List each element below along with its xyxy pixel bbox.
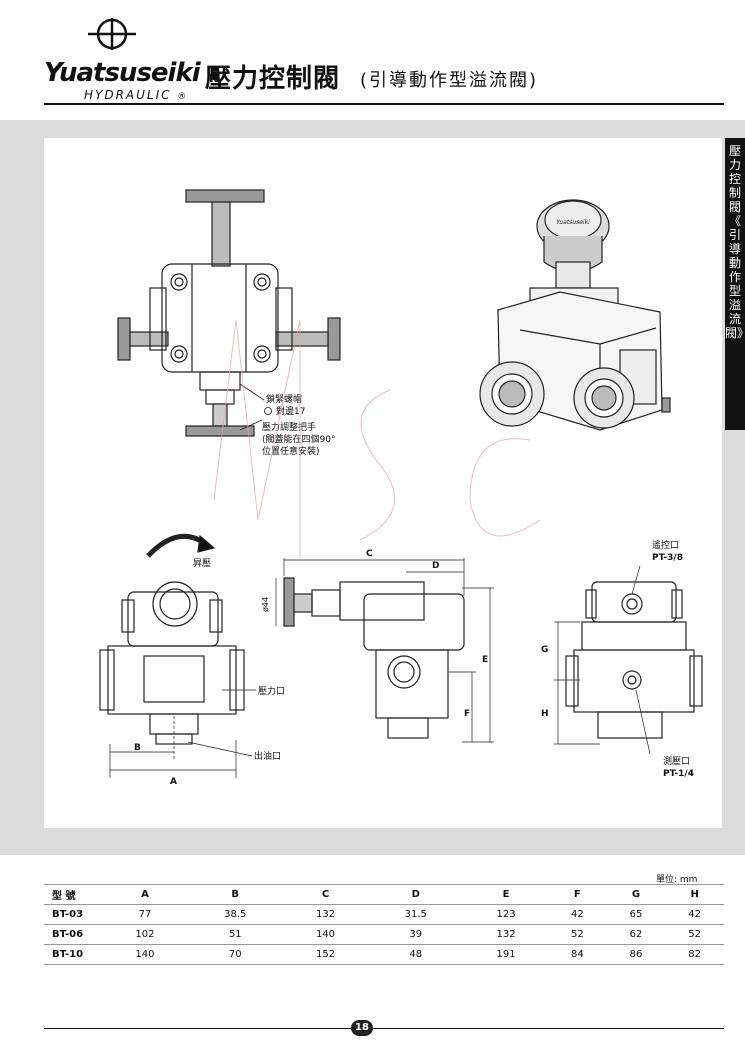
- cell: 42: [548, 904, 607, 925]
- dim-c-label: C: [366, 549, 373, 559]
- brand-subtitle: HYDRAULIC ®: [84, 88, 189, 102]
- hex-size-icon: [264, 407, 272, 415]
- dim-g-label: G: [541, 645, 548, 655]
- model-cell: BT-10: [44, 944, 103, 965]
- cell: 123: [464, 904, 549, 925]
- cell: 38.5: [186, 904, 284, 925]
- side-view-drawing: [275, 558, 494, 743]
- sidebar-label: 壓力控制閥《引導動作型溢流閥》: [725, 144, 745, 340]
- cell: 39: [367, 924, 465, 945]
- header-model: 型 號: [44, 884, 103, 905]
- cell: 62: [606, 924, 666, 945]
- company-logo: Yuatsuseiki HYDRAULIC ®: [44, 18, 204, 102]
- gauge-port-label: 測壓口: [663, 755, 690, 767]
- cell: 140: [283, 924, 368, 945]
- logo-emblem-icon: [88, 18, 136, 50]
- cell: 48: [367, 944, 465, 965]
- cell: 191: [464, 944, 549, 965]
- cell: 52: [548, 924, 607, 945]
- dim-d-label: D: [432, 561, 439, 571]
- outlet-port-label: 出油口: [254, 750, 281, 762]
- cell: 132: [464, 924, 549, 945]
- locknut-label: 鎖緊螺帽: [266, 393, 302, 405]
- gauge-thread-label: PT-1/4: [663, 769, 694, 779]
- cell: 84: [548, 944, 607, 965]
- isometric-view-drawing: [479, 199, 671, 431]
- sidebar-tab[interactable]: 壓力控制閥《引導動作型溢流閥》: [725, 138, 745, 430]
- page-subtitle: (引導動作型溢流閥): [360, 70, 539, 91]
- dim-a-label: A: [170, 777, 177, 787]
- drawing-panel: [44, 138, 722, 828]
- knob-brand: Yuatsuseiki: [556, 219, 590, 226]
- remote-port-label: 遙控口: [652, 539, 679, 551]
- rear-view-drawing: [554, 565, 703, 755]
- model-cell: BT-06: [44, 924, 103, 945]
- cell: 102: [103, 924, 187, 945]
- dim-h-label: H: [541, 709, 549, 719]
- dim-b-label: B: [134, 743, 141, 753]
- header-rule: [44, 103, 724, 105]
- header-h: H: [665, 884, 724, 905]
- adjust-note-label: (閥蓋能在四個90°: [262, 433, 335, 445]
- cell: 82: [665, 944, 724, 965]
- raise-pressure-label: 昇壓: [193, 558, 211, 569]
- cell: 152: [283, 944, 368, 965]
- header-f: F: [548, 884, 607, 905]
- header-e: E: [464, 884, 549, 905]
- spec-table: 型 號 A B C D E F G H BT-03 77 38.5 132 31…: [44, 884, 724, 965]
- pressure-port-label: 壓力口: [258, 685, 285, 697]
- header-a: A: [103, 884, 187, 905]
- dim-44-label: ø44: [261, 597, 270, 612]
- brand-name: Yuatsuseiki: [44, 58, 201, 88]
- table-row: BT-06 102 51 140 39 132 52 62 52: [44, 924, 724, 945]
- page-title: 壓力控制閥: [205, 64, 341, 94]
- footer-rule: [44, 1028, 724, 1029]
- unit-label: 單位: mm: [656, 875, 698, 885]
- front-view-drawing: [99, 533, 256, 778]
- header-d: D: [367, 884, 465, 905]
- cell: 86: [606, 944, 666, 965]
- locknut-size-label: 對邊17: [276, 405, 305, 417]
- cell: 51: [186, 924, 284, 945]
- cell: 52: [665, 924, 724, 945]
- dim-e-label: E: [482, 655, 488, 665]
- adjust-handle-label: 壓力調整把手: [262, 421, 316, 433]
- page-number: 18: [351, 1020, 373, 1036]
- cell: 70: [186, 944, 284, 965]
- model-cell: BT-03: [44, 904, 103, 925]
- header-c: C: [283, 884, 368, 905]
- dim-f-label: F: [464, 709, 470, 719]
- cell: 77: [103, 904, 187, 925]
- top-view-drawing: [117, 189, 341, 437]
- cell: 31.5: [367, 904, 465, 925]
- cell: 132: [283, 904, 368, 925]
- adjust-note2-label: 位置任意安裝): [262, 445, 320, 457]
- watermark-msc: [213, 319, 541, 560]
- header-g: G: [606, 884, 666, 905]
- cell: 140: [103, 944, 187, 965]
- header-b: B: [186, 884, 284, 905]
- cell: 65: [606, 904, 666, 925]
- table-header-row: 型 號 A B C D E F G H: [44, 884, 724, 905]
- cell: 42: [665, 904, 724, 925]
- remote-thread-label: PT-3/8: [652, 553, 683, 563]
- table-row: BT-10 140 70 152 48 191 84 86 82: [44, 944, 724, 965]
- table-row: BT-03 77 38.5 132 31.5 123 42 65 42: [44, 904, 724, 925]
